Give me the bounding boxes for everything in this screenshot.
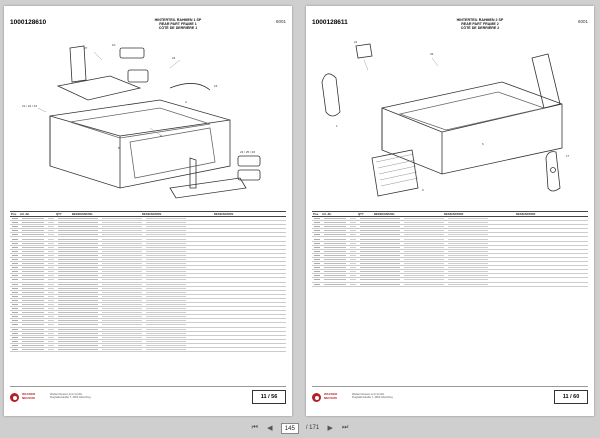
brand-name: WACKER NEUSON <box>22 392 36 400</box>
viewer-toolbar: ⏮ ◀ 145 / 171 ▶ ⏭ <box>0 418 600 438</box>
table-row <box>10 287 286 291</box>
table-row <box>10 217 286 222</box>
table-row <box>10 311 286 316</box>
table-row <box>312 233 588 238</box>
last-page-icon[interactable]: ⏭ <box>342 424 349 431</box>
table-row <box>312 221 588 226</box>
table-row <box>10 242 286 246</box>
table-row <box>312 274 588 279</box>
table-body <box>312 217 588 287</box>
page-title: HINTERTEIL RAHMEN 2 SP REAR PART FRAME 2… <box>456 18 504 31</box>
parts-table: Pos. Art.-Nr. QTY BEZEICHNUNG DESIGNATIO… <box>10 211 286 353</box>
table-row <box>10 225 286 230</box>
table-row <box>10 229 286 234</box>
page-number-input[interactable]: 145 <box>280 422 299 434</box>
table-row <box>312 266 588 271</box>
company-address: Wacker Neuson Linz GmbH Flughafenstraße … <box>50 393 91 400</box>
right-page: 1000128611 HINTERTEIL RAHMEN 2 SP REAR P… <box>306 6 594 416</box>
next-page-icon[interactable]: ▶ <box>327 425 333 432</box>
table-row <box>10 270 286 275</box>
parts-table: Pos. Art.-Nr. QTY BEZEICHNUNG DESIGNATIO… <box>312 211 588 287</box>
previous-page-icon[interactable]: ◀ <box>267 425 273 432</box>
table-row <box>10 250 286 254</box>
table-row <box>312 270 588 275</box>
table-row <box>10 233 286 238</box>
page-number-box: 11 / 56 <box>252 390 286 404</box>
table-body <box>10 217 286 353</box>
table-row <box>312 237 588 242</box>
table-row <box>10 246 286 250</box>
table-row <box>10 299 286 303</box>
table-row <box>312 217 588 222</box>
table-row <box>10 332 286 336</box>
left-page: 1000128610 HINTERTEIL RAHMEN 1 SP REAR P… <box>4 6 292 416</box>
part-list-number: 1000128611 <box>312 19 348 26</box>
table-row <box>10 283 286 287</box>
table-row <box>10 278 286 283</box>
table-header: Pos. Art.-Nr. QTY BEZEICHNUNG DESIGNATIO… <box>312 211 588 217</box>
table-row <box>10 344 286 348</box>
table-row <box>10 348 286 353</box>
table-row <box>312 250 588 254</box>
brand-name: WACKER NEUSON <box>324 392 338 400</box>
company-address: Wacker Neuson Linz GmbH Flughafenstraße … <box>352 393 393 400</box>
table-row <box>312 283 588 287</box>
table-row <box>312 278 588 283</box>
page-number-box: 11 / 60 <box>554 390 588 404</box>
table-row <box>10 328 286 332</box>
table-row <box>312 262 588 267</box>
table-row <box>10 221 286 226</box>
brand-logo-icon <box>312 393 321 402</box>
table-row <box>10 315 286 320</box>
table-row <box>10 295 286 299</box>
page-footer: WACKER NEUSON Wacker Neuson Linz GmbH Fl… <box>10 386 286 410</box>
table-row <box>10 323 286 328</box>
table-row <box>10 274 286 279</box>
exploded-drawing: 27 10 24 21 / 22 / 23 3 4 15 5 24 / 25 /… <box>10 38 286 208</box>
page-footer: WACKER NEUSON Wacker Neuson Linz GmbH Fl… <box>312 386 588 410</box>
section-code: 6001 <box>275 19 286 24</box>
exploded-drawing: 21 33 1 6 9 17 <box>312 38 588 208</box>
table-header: Pos. Art.-Nr. QTY BEZEICHNUNG DESIGNATIO… <box>10 211 286 217</box>
table-row <box>10 336 286 340</box>
total-pages-label: / 171 <box>305 425 320 431</box>
table-row <box>10 262 286 267</box>
table-row <box>312 254 588 258</box>
table-row <box>10 258 286 263</box>
table-row <box>10 307 286 312</box>
table-row <box>10 340 286 344</box>
part-list-number: 1000128610 <box>10 19 47 26</box>
first-page-icon[interactable]: ⏮ <box>251 424 258 431</box>
table-row <box>312 242 588 246</box>
table-row <box>10 266 286 271</box>
page-header: 1000128611 HINTERTEIL RAHMEN 2 SP REAR P… <box>312 15 588 37</box>
page-header: 1000128610 HINTERTEIL RAHMEN 1 SP REAR P… <box>10 15 286 37</box>
brand-logo-icon <box>10 393 19 402</box>
table-row <box>10 319 286 324</box>
table-row <box>10 254 286 258</box>
section-code: 6001 <box>577 19 588 24</box>
table-row <box>312 246 588 250</box>
page-title: HINTERTEIL RAHMEN 1 SP REAR PART FRAME 1… <box>154 18 202 31</box>
table-row <box>312 229 588 234</box>
table-row <box>312 225 588 230</box>
table-row <box>10 237 286 242</box>
table-row <box>10 303 286 308</box>
table-row <box>10 291 286 295</box>
table-row <box>312 258 588 263</box>
